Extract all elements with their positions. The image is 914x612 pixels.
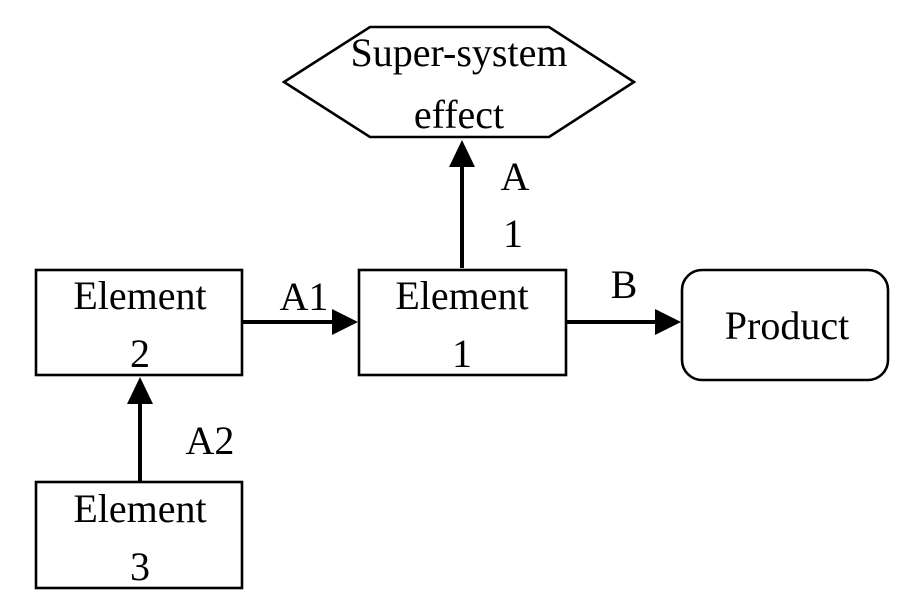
super-system-effect-label-line2: effect — [414, 92, 504, 137]
edge-label-b: B — [611, 262, 638, 307]
arrowhead-up-icon — [127, 377, 153, 404]
edge-element1-to-super-system: A 1 — [449, 140, 530, 268]
edge-label-a-line2: 1 — [503, 211, 523, 256]
super-system-effect-node: Super-system effect — [281, 25, 637, 139]
edge-element3-to-element2: A2 — [127, 377, 234, 481]
element-3-label-line1: Element — [73, 486, 206, 531]
edge-element2-to-element1: A1 — [242, 274, 358, 335]
element-1-box — [357, 268, 568, 377]
arrowhead-up-icon — [449, 140, 475, 167]
element-1-label-line2: 1 — [452, 331, 472, 376]
arrowhead-right-icon — [332, 309, 358, 335]
hexagon-shape — [281, 25, 637, 139]
element-3-box — [34, 480, 244, 590]
product-label: Product — [725, 303, 849, 348]
element-2-label-line1: Element — [73, 273, 206, 318]
element-3-label-line2: 3 — [130, 544, 150, 589]
product-node: Product — [680, 268, 890, 382]
element-2-node: Element 2 — [34, 268, 244, 377]
edge-element1-to-product: B — [566, 262, 681, 335]
element-2-box — [34, 268, 244, 377]
edge-label-a2: A2 — [186, 418, 235, 463]
super-system-effect-label-line1: Super-system — [351, 30, 568, 75]
element-1-label-line1: Element — [395, 273, 528, 318]
element-3-node: Element 3 — [34, 480, 244, 590]
product-box — [680, 268, 890, 382]
arrowhead-right-icon — [655, 309, 681, 335]
edge-label-a1: A1 — [280, 274, 329, 319]
edge-label-a-line1: A — [501, 154, 530, 199]
element-2-label-line2: 2 — [130, 331, 150, 376]
element-1-node: Element 1 — [357, 268, 568, 377]
